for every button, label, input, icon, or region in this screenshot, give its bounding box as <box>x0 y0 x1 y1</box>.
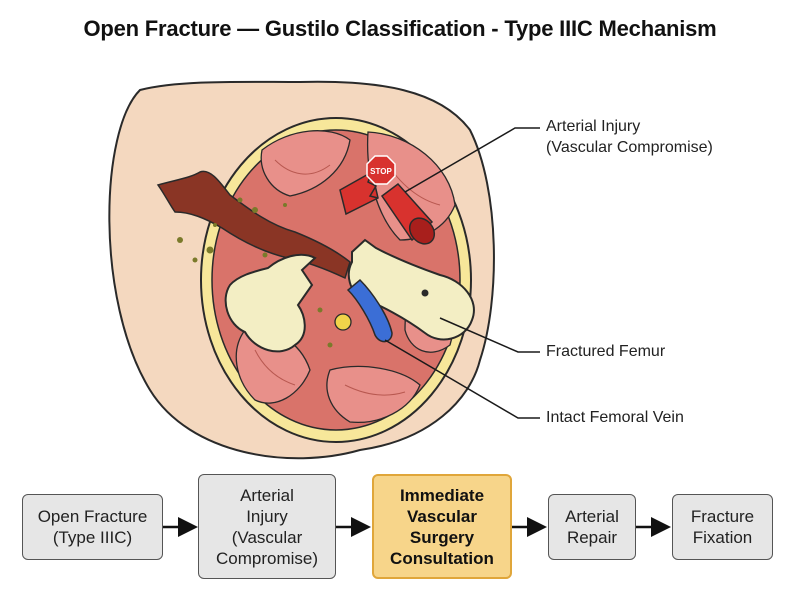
femur-fragment-left <box>224 253 317 353</box>
flow-step-4-line-1: Arterial <box>565 507 619 526</box>
callout-arterial-line-2: (Vascular Compromise) <box>546 139 713 156</box>
flow-step-2-line-1: Arterial <box>240 485 294 505</box>
femoral-vein-leader-line <box>384 339 540 419</box>
flow-step-5-line-2: Fixation <box>692 528 753 547</box>
flow-step-1-line-1: Open Fracture <box>37 507 148 526</box>
callout-arterial-injury: Arterial Injury (Vascular Compromise) <box>546 116 713 158</box>
flow-step-2-line-2: Injury <box>246 506 288 526</box>
flow-step-fracture-fixation: Fracture Fixation <box>672 494 773 560</box>
flow-step-5-line-1: Fracture <box>690 507 755 526</box>
arterial-injury-leader-line <box>404 127 540 193</box>
femoral-artery-injured <box>339 170 436 245</box>
flow-step-3-line-4: Consultation <box>390 548 494 568</box>
stop-sign-icon: STOP <box>366 155 396 185</box>
callout-fractured-femur: Fractured Femur <box>546 341 665 362</box>
flow-step-arterial-repair: Arterial Repair <box>548 494 636 560</box>
diagram-title: Open Fracture — Gustilo Classification -… <box>83 16 717 41</box>
stop-sign-label: STOP <box>370 167 392 176</box>
flow-step-2-line-3: (Vascular <box>231 527 303 547</box>
flow-step-3-line-2: Vascular <box>407 506 477 526</box>
callout-intact-femoral-vein: Intact Femoral Vein <box>546 407 684 428</box>
muscle-compartment-top <box>260 130 351 197</box>
flow-step-immediate-vascular-surgery: Immediate Vascular Surgery Consultation <box>372 474 512 579</box>
flow-step-3-line-1: Immediate <box>399 485 485 505</box>
fractured-femur-leader-line <box>439 317 540 353</box>
callout-vein-line-1: Intact Femoral Vein <box>546 409 684 426</box>
thigh-cross-section-illustration: STOP <box>108 80 540 460</box>
open-wound-tract <box>156 170 351 280</box>
callout-femur-line-1: Fractured Femur <box>546 343 666 360</box>
femoral-nerve <box>334 313 352 331</box>
flow-step-open-fracture: Open Fracture (Type IIIC) <box>22 494 163 560</box>
flow-step-4-line-2: Repair <box>566 528 618 547</box>
flow-step-3-line-3: Surgery <box>409 527 475 547</box>
flow-step-arterial-injury: Arterial Injury (Vascular Compromise) <box>198 474 336 579</box>
callout-arterial-line-1: Arterial Injury <box>546 118 641 135</box>
flow-step-1-line-2: (Type IIIC) <box>52 528 133 547</box>
flow-step-2-line-4: Compromise) <box>215 548 319 568</box>
